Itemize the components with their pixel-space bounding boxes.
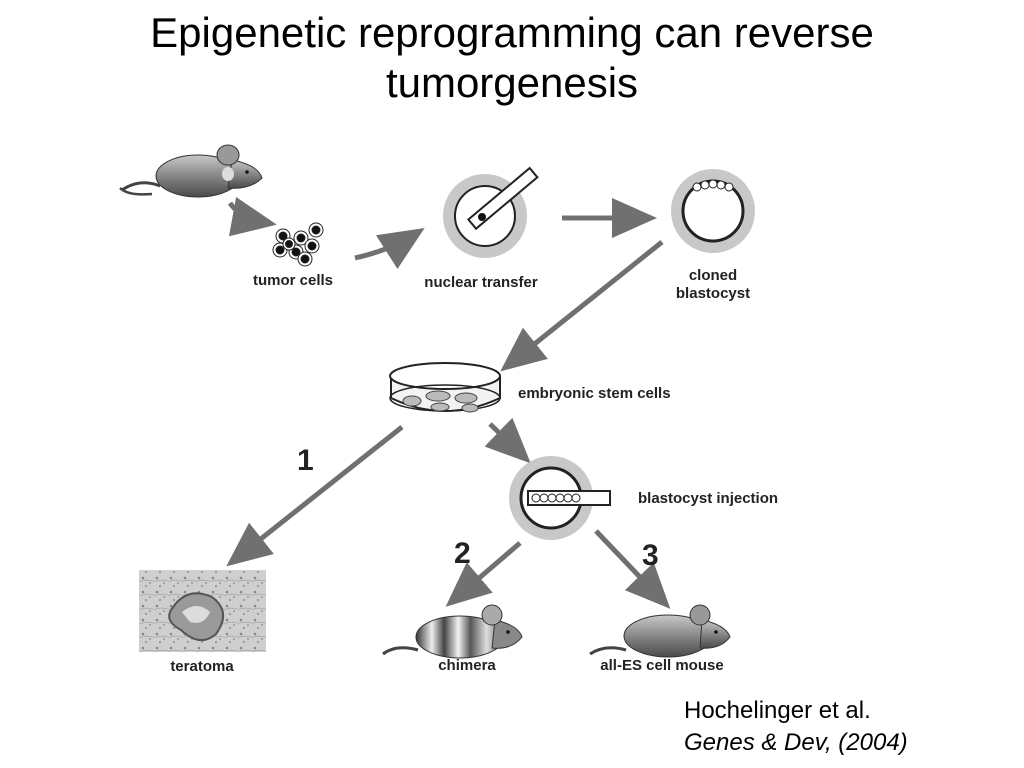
tumor-cells-icon <box>272 222 324 267</box>
blastocyst-injection-icon <box>509 456 611 540</box>
nuclear-transfer-icon <box>443 166 539 258</box>
label-blastocyst: blastocyst <box>676 285 750 302</box>
arrow-es-to-injection <box>484 417 531 464</box>
title-line-2: tumorgenesis <box>385 59 639 106</box>
chimera-mouse-icon <box>382 604 523 659</box>
label-teratoma: teratoma <box>170 658 234 675</box>
donor-mouse-icon <box>119 144 263 198</box>
label-nuclear-transfer: nuclear transfer <box>424 274 538 291</box>
arrow-mouse-to-tumor <box>227 196 277 237</box>
petri-dish-icon <box>389 362 501 413</box>
step-number-2: 2 <box>454 537 471 570</box>
arrow-tumor-to-transfer <box>354 227 425 269</box>
label-es-cells: embryonic stem cells <box>518 385 671 402</box>
slide-title: Epigenetic reprogramming can reverse tum… <box>0 8 1024 108</box>
citation-authors: Hochelinger et al. <box>684 697 871 724</box>
label-tumor-cells: tumor cells <box>253 272 333 289</box>
step-number-1: 1 <box>297 444 314 477</box>
label-cloned: cloned <box>689 267 737 284</box>
label-blastocyst-injection: blastocyst injection <box>638 490 778 507</box>
arrow-es-to-teratoma <box>226 425 404 567</box>
citation: Hochelinger et al. Genes & Dev, (2004) <box>684 695 908 759</box>
arrow-blastocyst-to-es <box>500 240 664 372</box>
all-es-mouse-icon <box>589 604 731 658</box>
teratoma-image <box>139 570 266 652</box>
arrow-injection-to-all-es <box>594 529 671 609</box>
label-chimera: chimera <box>438 657 496 674</box>
arrow-injection-to-chimera <box>445 541 522 607</box>
title-line-1: Epigenetic reprogramming can reverse <box>150 9 874 56</box>
cloned-blastocyst-icon <box>671 169 755 253</box>
label-all-es-mouse: all-ES cell mouse <box>600 657 723 674</box>
citation-journal: Genes & Dev, (2004) <box>684 729 908 756</box>
step-number-3: 3 <box>642 539 659 572</box>
